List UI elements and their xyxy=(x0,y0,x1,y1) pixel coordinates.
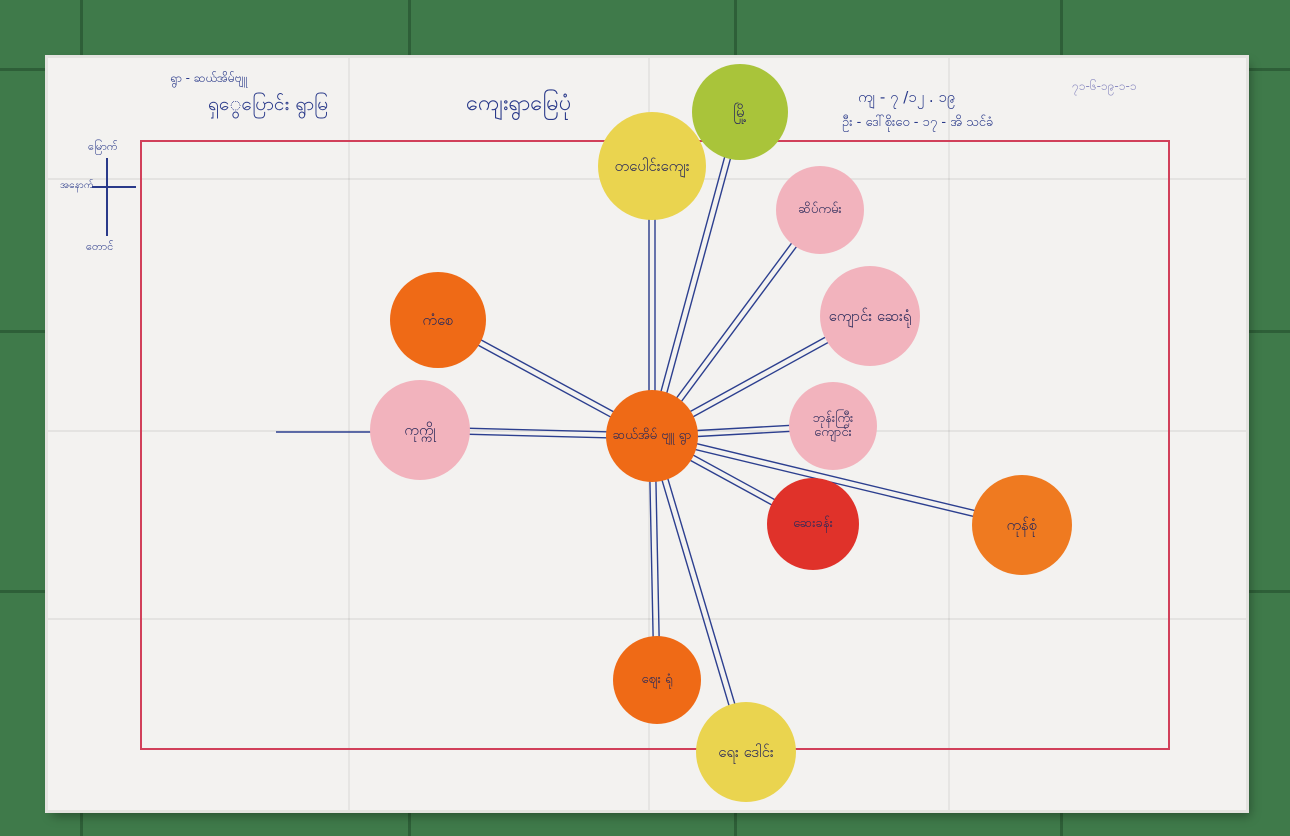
link-line-2-0 xyxy=(649,207,819,435)
compass-horizontal xyxy=(92,186,136,188)
link-line-8-0 xyxy=(654,434,750,752)
compass-north: မြောက် xyxy=(88,140,118,153)
center-circle: ဆယ်အိမ် ဗျူ ရွာ xyxy=(606,390,698,482)
node-circle-0: မြို့ xyxy=(692,64,788,160)
node-circle-8: ရေး ဒေါင်း xyxy=(696,702,796,802)
node-circle-6: ဆေးခန်း xyxy=(767,478,859,570)
link-line-5-0 xyxy=(652,432,1023,523)
compass-south: တောင် xyxy=(86,240,114,253)
link-line-2-1 xyxy=(653,211,823,439)
node-circle-7: ဈေး ရုံ xyxy=(613,636,701,724)
link-line-0-1 xyxy=(654,112,744,437)
node-circle-5: ကုန်စုံ xyxy=(972,475,1072,575)
node-circle-4: ဘုန်းကြီး ကျောင်း xyxy=(789,382,877,470)
node-circle-1: တပေါင်းကျေး xyxy=(598,112,706,220)
node-circle-9: ကုက္ကို xyxy=(370,380,470,480)
compass-west: အနောက် xyxy=(60,180,94,191)
group-info: ဦး - ဒေါ်စိုးဝေ - ၁၇ - အိ သင်ခံ xyxy=(842,115,994,130)
corner-note: ၇၁-၆-၁၉-၁-၁ xyxy=(1072,79,1137,93)
link-line-0-0 xyxy=(648,111,738,436)
header-line1: ရွာ - ဆယ်အိမ်ဗျူ xyxy=(170,71,248,85)
node-circle-3: ကျောင်း ဆေးရုံ xyxy=(820,266,920,366)
village-name: ရှွေပြောင်း ရွာမြ xyxy=(208,93,329,115)
link-line-8-1 xyxy=(648,436,744,754)
node-circle-2: ဆိပ်ကမ်း xyxy=(776,166,864,254)
map-date: ကျ - ၇ /၁၂ . ၁၉ xyxy=(858,88,956,106)
compass-vertical xyxy=(106,158,108,236)
map-title: ကျေးရွာမြေပုံ xyxy=(466,91,572,116)
node-circle-10: ကံစေ xyxy=(390,272,486,368)
